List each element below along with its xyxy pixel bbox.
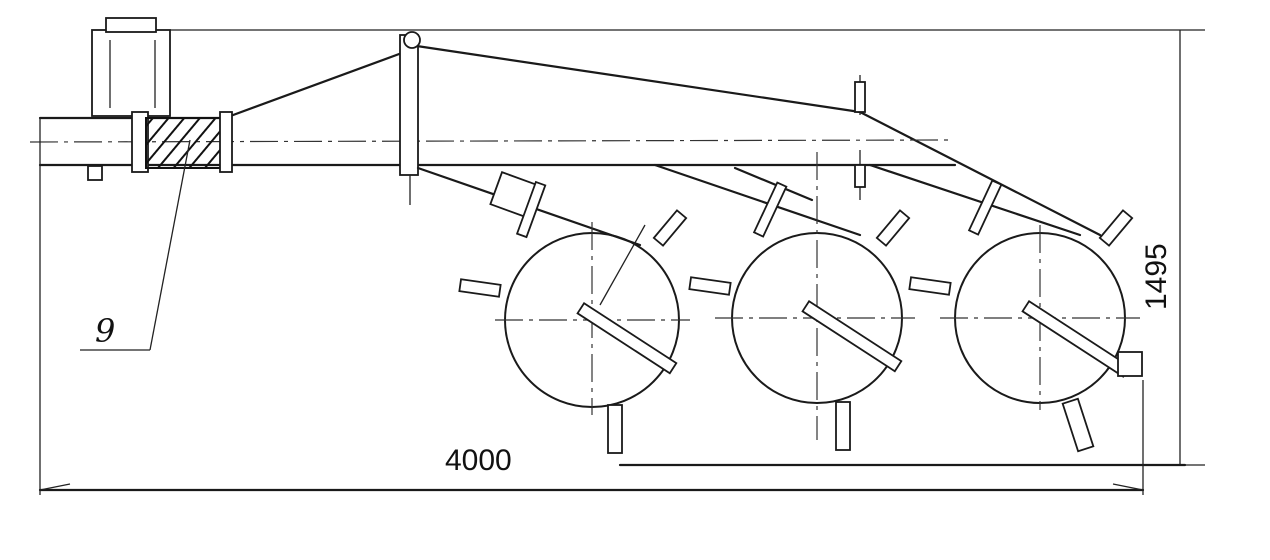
dimension-height-label: 1495 xyxy=(1140,243,1173,310)
dimension-length-label: 4000 xyxy=(445,444,512,477)
vertical-post xyxy=(399,31,421,205)
hitch-assembly xyxy=(87,17,233,181)
disc-1 xyxy=(458,209,690,454)
dimension-lines xyxy=(38,29,1205,495)
disc-standards xyxy=(416,75,1082,247)
callout-label: 9 xyxy=(95,312,115,350)
disc-3 xyxy=(908,209,1143,453)
disc-2 xyxy=(688,152,915,451)
callout-leader xyxy=(80,139,191,351)
